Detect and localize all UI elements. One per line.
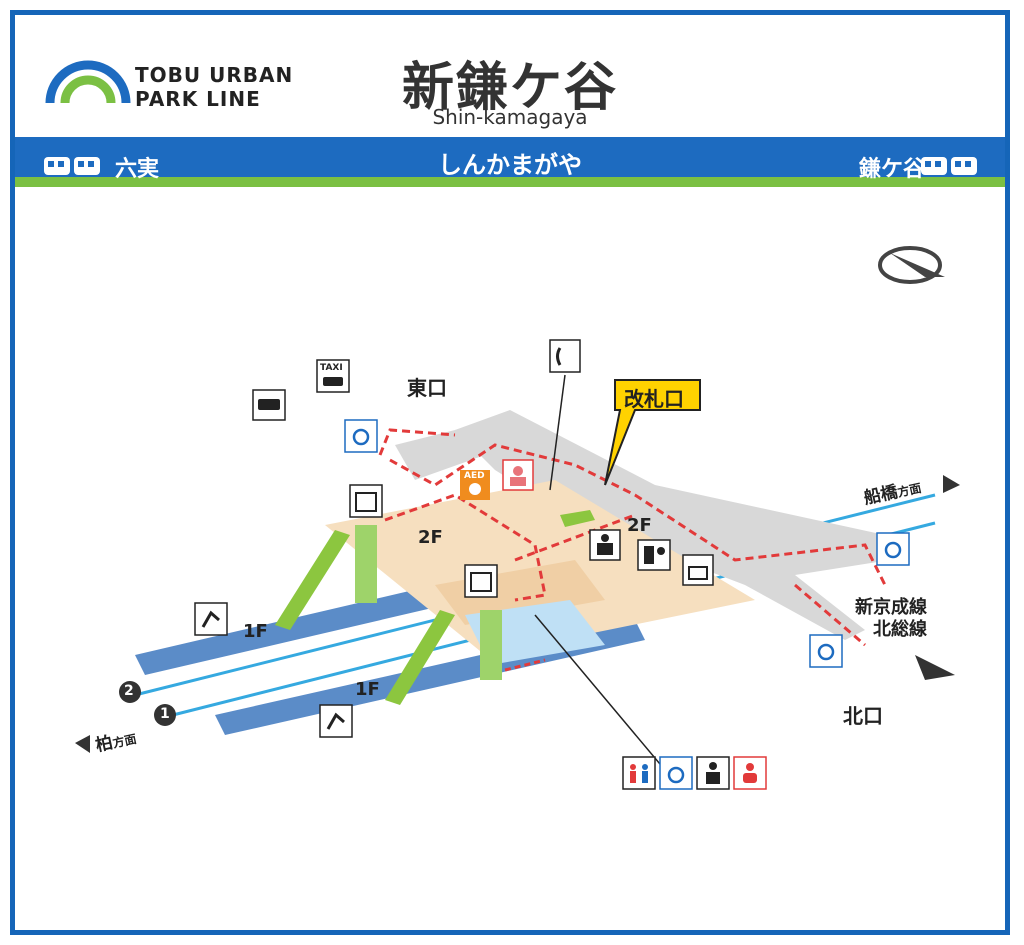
transfer-lines-label: 新京成線 北総線 — [855, 597, 927, 641]
brand-line1: TOBU URBAN — [135, 63, 294, 87]
station-name-jp: 新鎌ケ谷 — [401, 58, 618, 118]
station-office-icon — [589, 529, 621, 561]
bus-icon — [252, 389, 286, 421]
east-exit-label: 東口 — [407, 376, 447, 400]
east-exit-walkway — [395, 425, 485, 480]
stairs-left — [275, 530, 350, 630]
floor-1f-label-a: 1F — [243, 621, 268, 642]
route-platform — [504, 658, 546, 672]
floor-2f-label-b: 2F — [627, 515, 652, 536]
baby-care-icon — [733, 756, 767, 790]
toward-funabashi-suffix: 方面 — [896, 481, 923, 500]
toward-kashiwa-suffix: 方面 — [111, 731, 138, 751]
aed-label: AED — [464, 471, 485, 481]
route-north — [794, 583, 866, 647]
floor-2f-label-a: 2F — [418, 527, 443, 548]
wheelchair-slope-icon-right — [876, 532, 910, 566]
brand-name: TOBU URBAN PARK LINE — [135, 63, 293, 111]
wheelchair-slope-icon-east — [344, 419, 378, 453]
route-gate — [514, 513, 636, 562]
elevator-icon-1 — [349, 484, 383, 518]
ticket-machine-icon — [637, 539, 671, 571]
direction-left: 六実 — [115, 157, 160, 182]
toilet-leader-line — [534, 614, 666, 771]
ticket-gate-label: 改札口 — [624, 387, 684, 411]
info-staff-icon — [502, 459, 534, 491]
train-left-icon — [44, 157, 100, 175]
fountain-icon-1 — [194, 602, 228, 636]
fountain-icon-2 — [319, 704, 353, 738]
phone-icon — [549, 339, 581, 373]
phone-leader-line — [549, 374, 566, 491]
ticket-gate-callout — [604, 379, 701, 486]
arrow-kashiwa-icon — [75, 735, 90, 753]
train-right-icon — [921, 157, 977, 175]
aed-icon — [460, 470, 490, 500]
stairs-center — [385, 610, 455, 705]
station-diagram — [75, 246, 960, 790]
taxi-label: TAXI — [320, 363, 343, 373]
elevator-shaft-1 — [355, 525, 377, 603]
station-name-hiragana: しんかまがや — [438, 151, 582, 179]
platform-1-marker — [154, 704, 176, 726]
direction-right: 鎌ケ谷 — [858, 157, 925, 182]
brand-line2: PARK LINE — [135, 87, 261, 111]
platform-2-number: 2 — [124, 683, 134, 699]
transfer-line-1: 新京成線 — [855, 597, 927, 618]
concourse-shade — [435, 560, 605, 625]
station-name-en: Shin-kamagaya — [432, 105, 588, 129]
line-bar-green — [15, 177, 1005, 187]
arrow-funabashi-icon — [943, 475, 960, 493]
platform-1-number: 1 — [160, 706, 170, 722]
accessible-toilet-icon — [659, 756, 693, 790]
elevator-icon-2 — [464, 564, 498, 598]
restroom-icon — [622, 756, 656, 790]
station-map-frame: TOBU URBAN PARK LINE 新鎌ケ谷 Shin-kamagaya … — [10, 10, 1010, 935]
fare-adjustment-icon — [682, 554, 714, 586]
ostomate-icon — [696, 756, 730, 790]
floor-1f-label-b: 1F — [355, 679, 380, 700]
tobu-logo-icon — [45, 60, 131, 104]
taxi-icon — [316, 359, 350, 393]
wheelchair-slope-icon-north — [809, 634, 843, 668]
north-exit-label: 北口 — [843, 704, 883, 728]
elevator-shaft-2 — [480, 610, 502, 680]
compass-icon — [878, 246, 945, 284]
header: TOBU URBAN PARK LINE 新鎌ケ谷 Shin-kamagaya — [15, 15, 1005, 137]
route-east — [378, 428, 456, 456]
platform-2-marker — [119, 681, 141, 703]
transfer-line-2: 北総線 — [873, 619, 927, 640]
arrow-transfer-icon — [915, 655, 955, 680]
walkway — [455, 410, 890, 640]
ticket-gates — [560, 510, 595, 527]
